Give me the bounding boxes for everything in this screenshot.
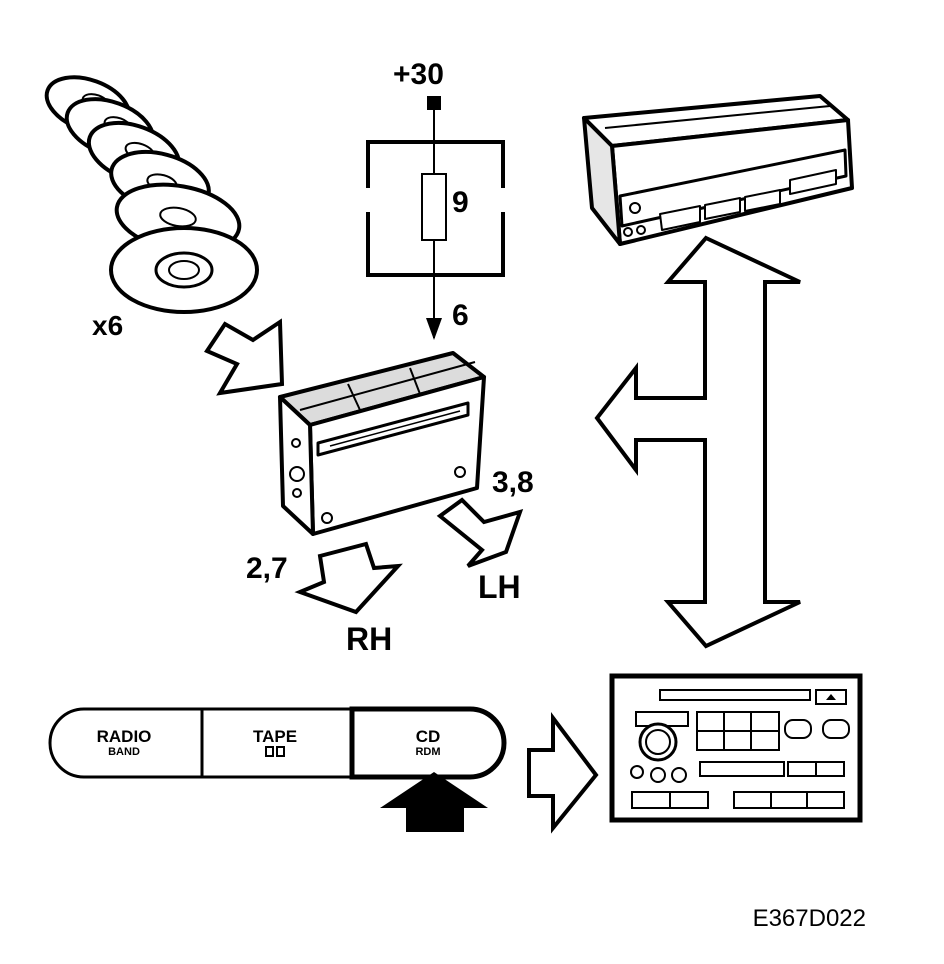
fuse-box [366,140,505,277]
arrow-buttons-to-headunit-icon [527,712,599,834]
cd-button[interactable] [349,706,507,780]
figure-code: E367D022 [753,905,866,932]
supply-label: +30 [393,58,444,91]
bidirectional-arrow-icon [594,235,801,649]
cd-stack-icon [44,75,259,314]
disc-6 [109,226,259,314]
supply-arrowhead-icon [426,318,442,340]
radio-button[interactable] [48,707,204,779]
arrow-rh-icon [294,541,403,615]
left-pins-label: 3,8 [492,466,534,499]
fuse-number-label: 9 [452,186,469,219]
source-selector: RADIO BAND TAPE CD RDM [48,706,507,780]
supply-terminal-icon [427,96,441,110]
tape-button-label: TAPE [253,727,297,746]
tape-button[interactable] [200,707,354,779]
press-arrow-icon [380,772,488,832]
fuse-icon [421,173,447,241]
right-pins-label: 2,7 [246,552,288,585]
cd-button-sublabel: RDM [415,746,440,758]
changer-side [278,395,315,536]
left-side-label: LH [478,569,521,605]
cd-button-label: CD [416,727,441,746]
head-unit-3d-icon [582,94,854,246]
head-unit-front-icon [609,673,863,823]
radio-button-label: RADIO [97,727,152,746]
arrow-lh-icon [436,497,524,568]
right-side-label: RH [346,621,392,657]
supply-pin-label: 6 [452,299,469,332]
radio-button-sublabel: BAND [108,746,140,758]
arrow-discs-to-changer-icon [204,318,285,396]
discs-count-label: x6 [92,310,123,341]
cd-changer-icon [278,351,486,536]
tape-reels-icon [265,746,285,757]
